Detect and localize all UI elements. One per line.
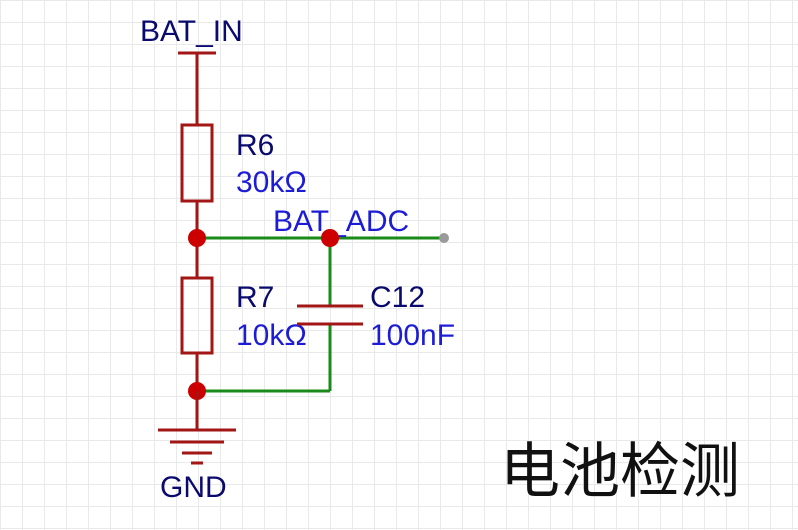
r6-value: 30kΩ bbox=[236, 166, 307, 199]
capacitor-c12[interactable]: C12 100nF bbox=[297, 281, 455, 352]
r6-designator: R6 bbox=[236, 129, 274, 162]
ground-label: GND bbox=[160, 471, 227, 504]
junction-dot bbox=[188, 229, 206, 247]
net-endpoint-pin[interactable] bbox=[439, 233, 449, 243]
bat-in-power-port[interactable]: BAT_IN bbox=[140, 15, 243, 88]
r6-body bbox=[180, 123, 214, 203]
power-port-label: BAT_IN bbox=[140, 15, 243, 48]
r7-value: 10kΩ bbox=[236, 319, 307, 352]
c12-value: 100nF bbox=[370, 319, 455, 352]
sheet-title: 电池检测 bbox=[500, 437, 740, 507]
r7-body bbox=[180, 276, 214, 355]
net-label-bat-adc[interactable]: BAT_ADC bbox=[273, 205, 409, 238]
ground-symbol[interactable]: GND bbox=[158, 391, 236, 504]
junction-dot bbox=[321, 229, 339, 247]
resistor-r7[interactable]: R7 10kΩ bbox=[180, 238, 307, 391]
c12-designator: C12 bbox=[370, 281, 425, 314]
r7-designator: R7 bbox=[236, 281, 274, 314]
